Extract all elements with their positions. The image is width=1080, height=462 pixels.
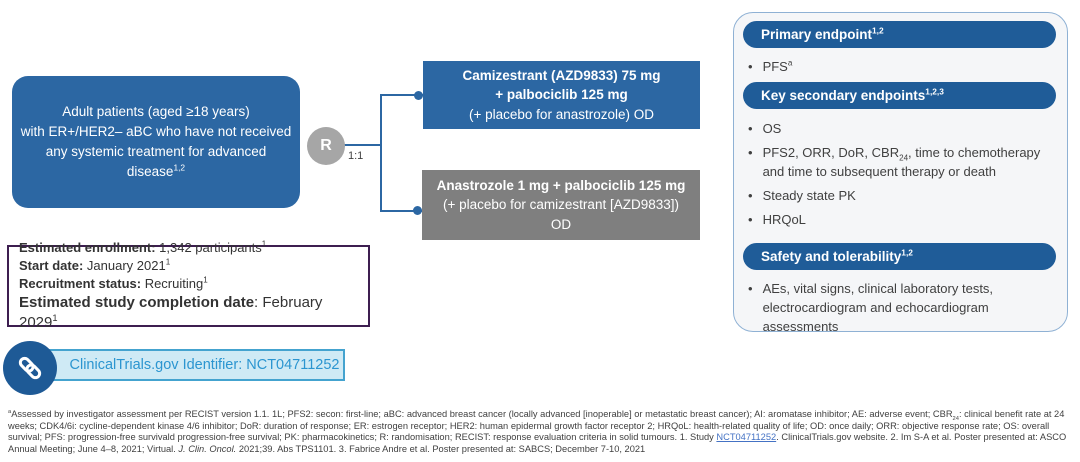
primary-endpoint-header: Primary endpoint1,2 xyxy=(743,21,1056,48)
link-icon xyxy=(3,341,57,395)
study-row-enrollment: Estimated enrollment: 1,342 participants… xyxy=(19,239,267,255)
bullet-icon: • xyxy=(748,281,753,296)
arm-anastrozole-box: Anastrozole 1 mg + palbociclib 125 mg (+… xyxy=(422,170,700,240)
connector-line xyxy=(381,93,423,96)
connector-dot xyxy=(414,90,423,100)
connector-line xyxy=(344,143,382,146)
arm1-line: + palbociclib 125 mg xyxy=(495,87,628,103)
list-item: • Steady state PK xyxy=(748,188,856,203)
clinicaltrials-identifier-text: ClinicalTrials.gov Identifier: NCT047112… xyxy=(69,357,340,373)
nct-study-link[interactable]: NCT04711252 xyxy=(716,432,777,443)
study-row-recruitment-status: Recruitment status: Recruiting1 xyxy=(19,275,208,291)
connector-line xyxy=(379,93,382,212)
bullet-icon: • xyxy=(748,59,753,74)
primary-endpoint-list: • PFSa xyxy=(748,57,1057,81)
bullet-icon: • xyxy=(748,212,753,227)
arm2-text: Anastrozole 1 mg + palbociclib 125 mg (+… xyxy=(436,177,686,232)
randomization-label: R xyxy=(320,137,332,154)
randomization-circle: R xyxy=(307,127,345,165)
safety-tolerability-list: • AEs, vital signs, clinical laboratory … xyxy=(748,279,1057,341)
list-item: • AEs, vital signs, clinical laboratory … xyxy=(748,281,994,334)
arm-camizestrant-box: Camizestrant (AZD9833) 75 mg + palbocicl… xyxy=(423,61,700,129)
chain-link-icon xyxy=(18,356,42,380)
bullet-icon: • xyxy=(748,188,753,203)
clinicaltrials-identifier-box: ClinicalTrials.gov Identifier: NCT047112… xyxy=(30,349,345,381)
study-row-completion-date: Estimated study completion date: Februar… xyxy=(19,294,323,331)
arm1-line: (+ placebo for anastrozole) OD xyxy=(469,106,654,122)
patient-line: with ER+/HER2– aBC who have not received xyxy=(20,123,292,139)
patient-line: Adult patients (aged ≥18 years) xyxy=(62,103,250,119)
study-row-start-date: Start date: January 20211 xyxy=(19,257,171,273)
key-secondary-endpoints-header: Key secondary endpoints1,2,3 xyxy=(743,82,1056,109)
patient-line: disease1,2 xyxy=(126,162,186,180)
connector-dot xyxy=(413,206,422,215)
arm1-line: Camizestrant (AZD9833) 75 mg xyxy=(462,67,661,83)
bullet-icon: • xyxy=(748,121,753,136)
patient-population-box: Adult patients (aged ≥18 years) with ER+… xyxy=(12,76,300,208)
patient-line: any systemic treatment for advanced xyxy=(45,144,267,159)
list-item: • OS xyxy=(748,121,782,136)
list-item: • PFS2, ORR, DoR, CBR24, time to chemoth… xyxy=(748,145,1041,179)
bullet-icon: • xyxy=(748,145,753,160)
footnote: aAssessed by investigator assessment per… xyxy=(8,408,1067,455)
list-item: • HRQoL xyxy=(748,212,806,227)
study-info-box: Estimated enrollment: 1,342 participants… xyxy=(7,240,370,331)
safety-tolerability-header: Safety and tolerability1,2 xyxy=(743,243,1056,270)
key-secondary-endpoints-list: • OS • PFS2, ORR, DoR, CBR24, time to ch… xyxy=(748,119,1057,234)
connector-line xyxy=(381,209,422,212)
randomization-ratio: 1:1 xyxy=(348,150,364,162)
list-item: • PFSa xyxy=(748,58,793,74)
endpoints-panel: Primary endpoint1,2 • PFSa Key secondary… xyxy=(733,12,1068,334)
